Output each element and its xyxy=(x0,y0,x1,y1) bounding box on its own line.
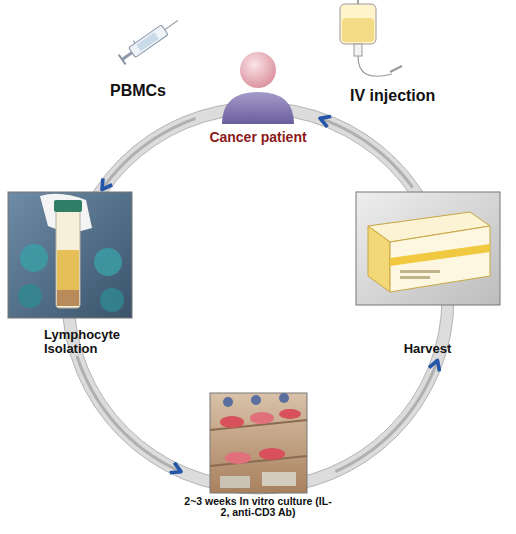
process-photo-node: Harvest xyxy=(350,190,505,358)
process-photo-node: 2~3 weeks In vitro culture (IL-2, anti-C… xyxy=(183,393,333,534)
cycle-arrow xyxy=(102,119,196,190)
patient-icon xyxy=(222,52,294,124)
iv-bag-icon xyxy=(340,0,402,76)
patient-node: Cancer patient xyxy=(198,48,318,148)
cycle-arrow xyxy=(77,356,181,472)
syringe-icon xyxy=(117,13,181,64)
product-photo xyxy=(356,192,500,305)
node-caption: 2~3 weeks In vitro culture (IL-2, anti-C… xyxy=(183,496,333,519)
isolation-photo xyxy=(8,192,132,318)
node-caption: Harvest xyxy=(350,342,505,356)
node-caption: Lymphocyte Isolation xyxy=(44,328,132,356)
process-photo-node: Lymphocyte Isolation xyxy=(8,192,133,354)
edge-label: PBMCs xyxy=(110,82,166,100)
cycle-arrow xyxy=(320,118,413,187)
node-caption: Cancer patient xyxy=(198,130,318,145)
cycle-arrow xyxy=(335,360,437,471)
culture-photo xyxy=(210,393,307,493)
edge-label: IV injection xyxy=(350,87,435,105)
